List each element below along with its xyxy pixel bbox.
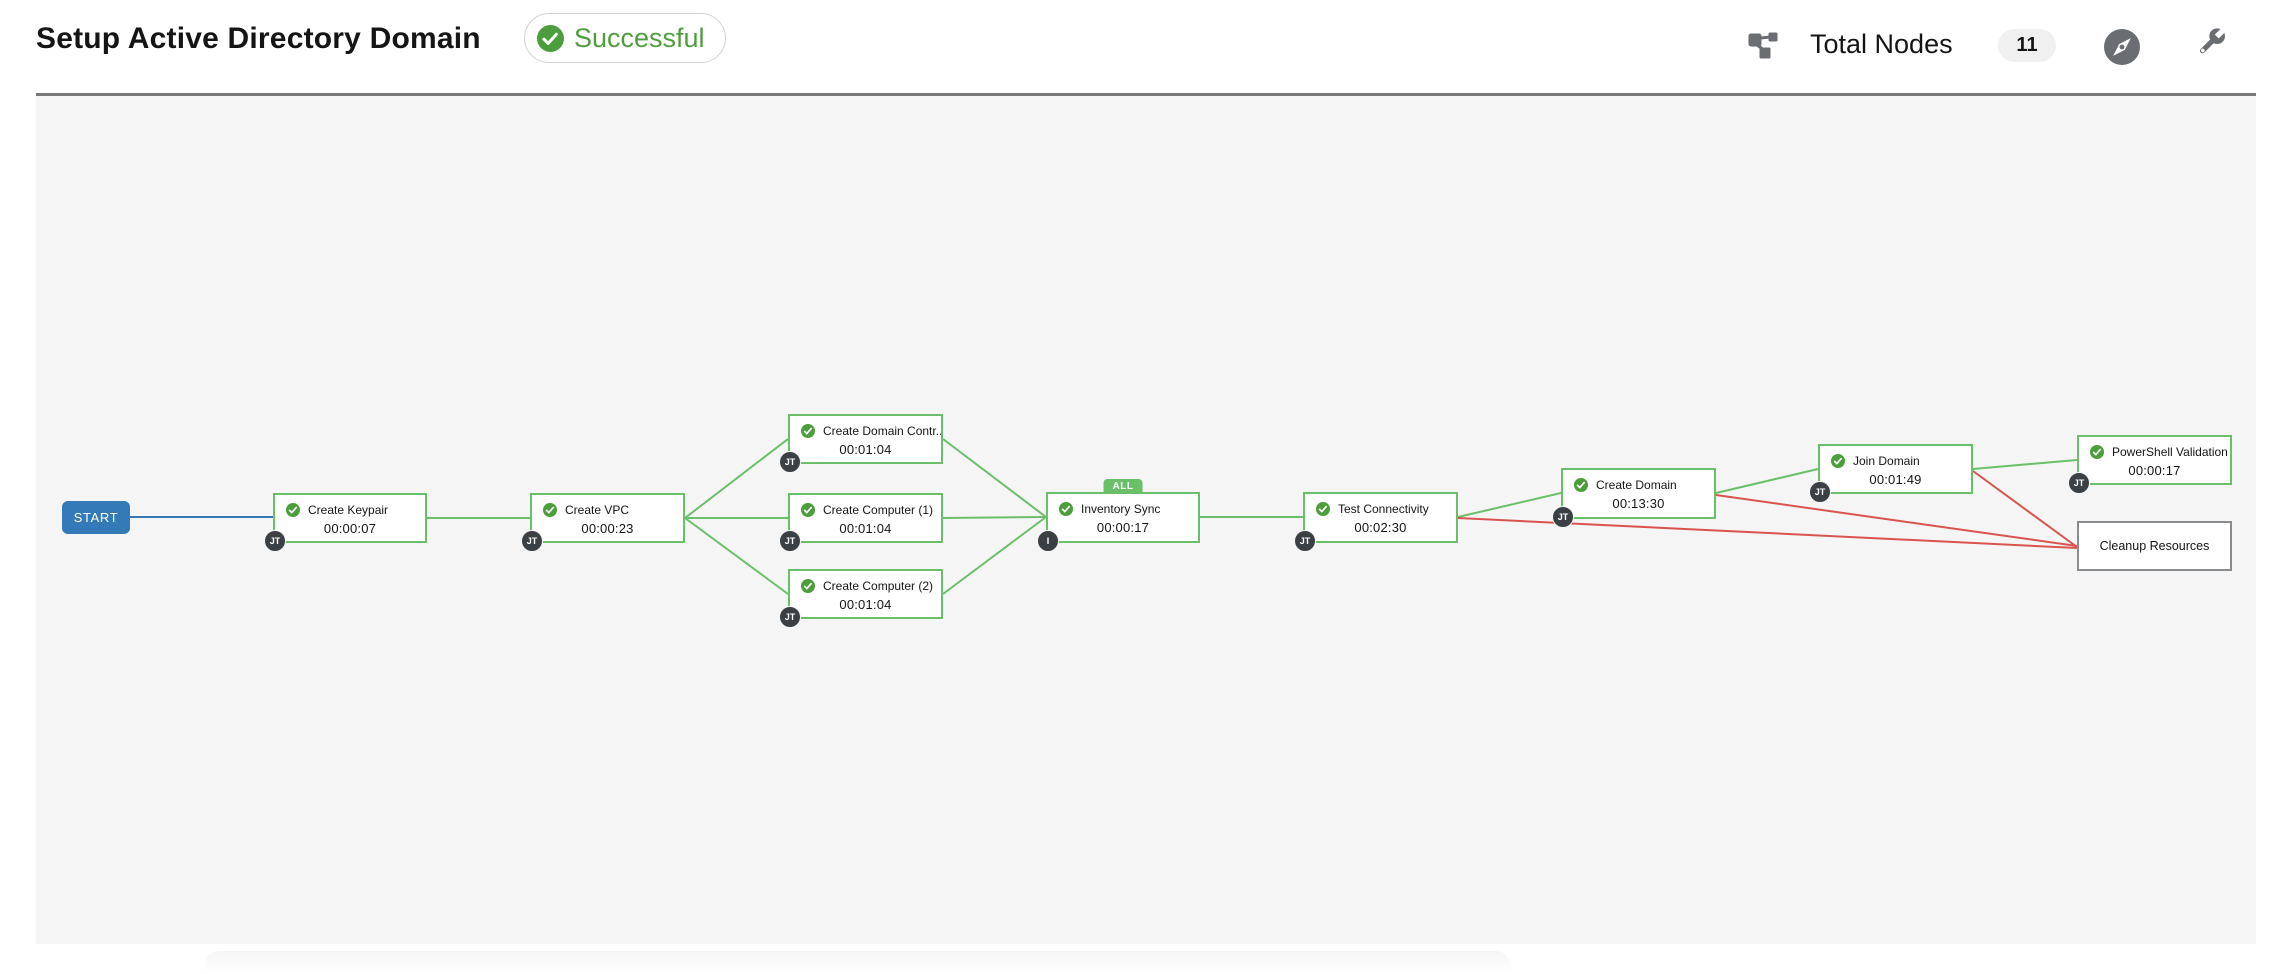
node-elapsed: 00:00:07 (323, 521, 377, 536)
node-success-icon (1574, 478, 1588, 492)
node-success-icon (801, 579, 815, 593)
node-test-connectivity[interactable]: Test Connectivity 00:02:30 JT (1294, 492, 1458, 552)
edge-createdomain-joindomain (1715, 468, 1819, 494)
job-template-badge: JT (264, 530, 286, 552)
node-elapsed: 00:13:30 (1612, 496, 1665, 511)
node-elapsed: 00:00:17 (2128, 463, 2181, 478)
node-label: Create VPC (565, 503, 630, 517)
node-success-icon (2090, 445, 2104, 459)
node-label: Create Domain (1596, 478, 1677, 492)
node-success-icon (801, 503, 815, 517)
wrench-icon (2199, 27, 2226, 54)
node-join-domain[interactable]: Join Domain 00:01:49 JT (1809, 444, 1973, 503)
node-label: PowerShell Validation (2112, 445, 2228, 459)
node-create-computer-1[interactable]: Create Computer (1) 00:01:04 JT (779, 493, 943, 552)
node-create-domain[interactable]: Create Domain 00:13:30 JT (1552, 468, 1716, 528)
workflow-sitemap-icon (1748, 32, 1778, 59)
node-elapsed: 00:01:04 (839, 521, 892, 536)
edge-joindomain-cleanup (1972, 470, 2078, 548)
job-template-badge: JT (1552, 506, 1574, 528)
node-label: Create Computer (2) (823, 579, 934, 593)
total-nodes-count-badge: 11 (1998, 29, 2056, 62)
compass-icon (2104, 29, 2140, 65)
page-header: Setup Active Directory Domain Successful… (0, 0, 2290, 93)
node-label: Cleanup Resources (2099, 539, 2210, 553)
node-create-vpc[interactable]: Create VPC 00:00:23 JT (521, 493, 685, 552)
node-elapsed: 00:00:17 (1096, 520, 1150, 535)
job-template-badge: JT (779, 530, 801, 552)
status-badge-label: Successful (574, 22, 705, 53)
edge-computer1-inventorysync (942, 516, 1047, 519)
node-elapsed: 00:01:04 (839, 442, 892, 457)
node-inventory-sync[interactable]: ALL Inventory Sync 00:00:17 I (1037, 479, 1200, 552)
node-success-icon (1059, 502, 1073, 516)
node-label: Create Computer (1) (823, 503, 934, 517)
node-label: Create Keypair (308, 503, 389, 517)
status-badge: Successful (524, 13, 726, 63)
job-template-badge: JT (1294, 530, 1316, 552)
node-cleanup-resources[interactable]: Cleanup Resources (2077, 521, 2232, 571)
node-create-computer-2[interactable]: Create Computer (2) 00:01:04 JT (779, 569, 943, 628)
check-circle-icon (537, 24, 564, 52)
job-template-badge: JT (2068, 472, 2090, 494)
total-nodes-label: Total Nodes (1810, 29, 1953, 59)
start-node: START (62, 501, 130, 534)
node-label: Create Domain Contr... (823, 424, 941, 438)
node-success-icon (286, 503, 300, 517)
node-powershell-validation[interactable]: PowerShell Validation 00:00:17 JT (2068, 435, 2232, 494)
node-elapsed: 00:02:30 (1354, 520, 1407, 535)
legend-compass-button[interactable] (2103, 28, 2141, 66)
node-success-icon (1831, 454, 1845, 468)
node-label: Test Connectivity (1338, 502, 1429, 516)
edge-computer2-inventorysync (942, 516, 1047, 595)
node-success-icon (543, 503, 557, 517)
edge-joindomain-powershellvalidation (1972, 459, 2078, 470)
node-elapsed: 00:01:04 (839, 597, 892, 612)
node-elapsed: 00:01:49 (1869, 472, 1922, 487)
node-elapsed: 00:00:23 (581, 521, 634, 536)
node-label: Inventory Sync (1081, 502, 1161, 516)
header-divider (36, 93, 2256, 96)
job-template-badge: JT (1809, 481, 1831, 503)
job-template-badge: JT (521, 530, 543, 552)
job-template-badge: JT (779, 451, 801, 473)
job-template-badge: JT (779, 606, 801, 628)
tools-wrench-button[interactable] (2193, 24, 2229, 60)
inventory-source-badge: I (1037, 530, 1059, 552)
node-success-icon (801, 424, 815, 438)
edge-testconnectivity-createdomain (1457, 492, 1562, 518)
cropped-popup-edge (205, 951, 1510, 974)
node-create-keypair[interactable]: Create Keypair 00:00:07 JT (264, 493, 427, 552)
node-create-domain-controller[interactable]: Create Domain Contr... 00:01:04 JT (779, 414, 943, 473)
edge-domaincontroller-inventorysync (942, 438, 1047, 518)
workflow-canvas[interactable]: START Create Keypair 00:00:07 JT Create … (36, 96, 2256, 944)
page-title: Setup Active Directory Domain (36, 22, 481, 55)
edge-vpc-computer2 (684, 517, 789, 595)
edge-createdomain-cleanup (1715, 494, 2078, 547)
convergence-all-tag: ALL (1103, 479, 1143, 494)
node-label: Join Domain (1853, 454, 1920, 468)
edge-vpc-domaincontroller (684, 438, 789, 519)
node-success-icon (1316, 502, 1330, 516)
